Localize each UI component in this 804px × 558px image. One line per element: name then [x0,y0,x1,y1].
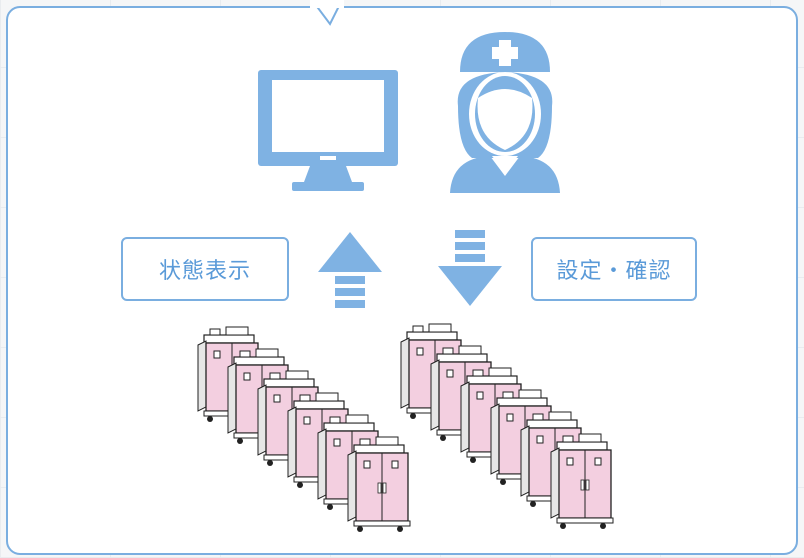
nurse-icon [450,32,560,193]
speech-pointer [310,0,344,26]
medical-cart-icon [347,436,411,532]
medical-cart-icon [550,433,614,529]
status-display-text: 状態表示 [158,259,251,284]
arrow-up-icon [318,232,382,308]
status-display-label: 状態表示 [121,237,289,301]
cart-group-left [197,326,411,532]
settings-confirm-label: 設定・確認 [531,237,697,301]
settings-confirm-text: 設定・確認 [556,259,672,284]
monitor-icon [258,70,398,191]
cart-group-right [400,323,614,529]
arrow-down-icon [438,230,502,306]
